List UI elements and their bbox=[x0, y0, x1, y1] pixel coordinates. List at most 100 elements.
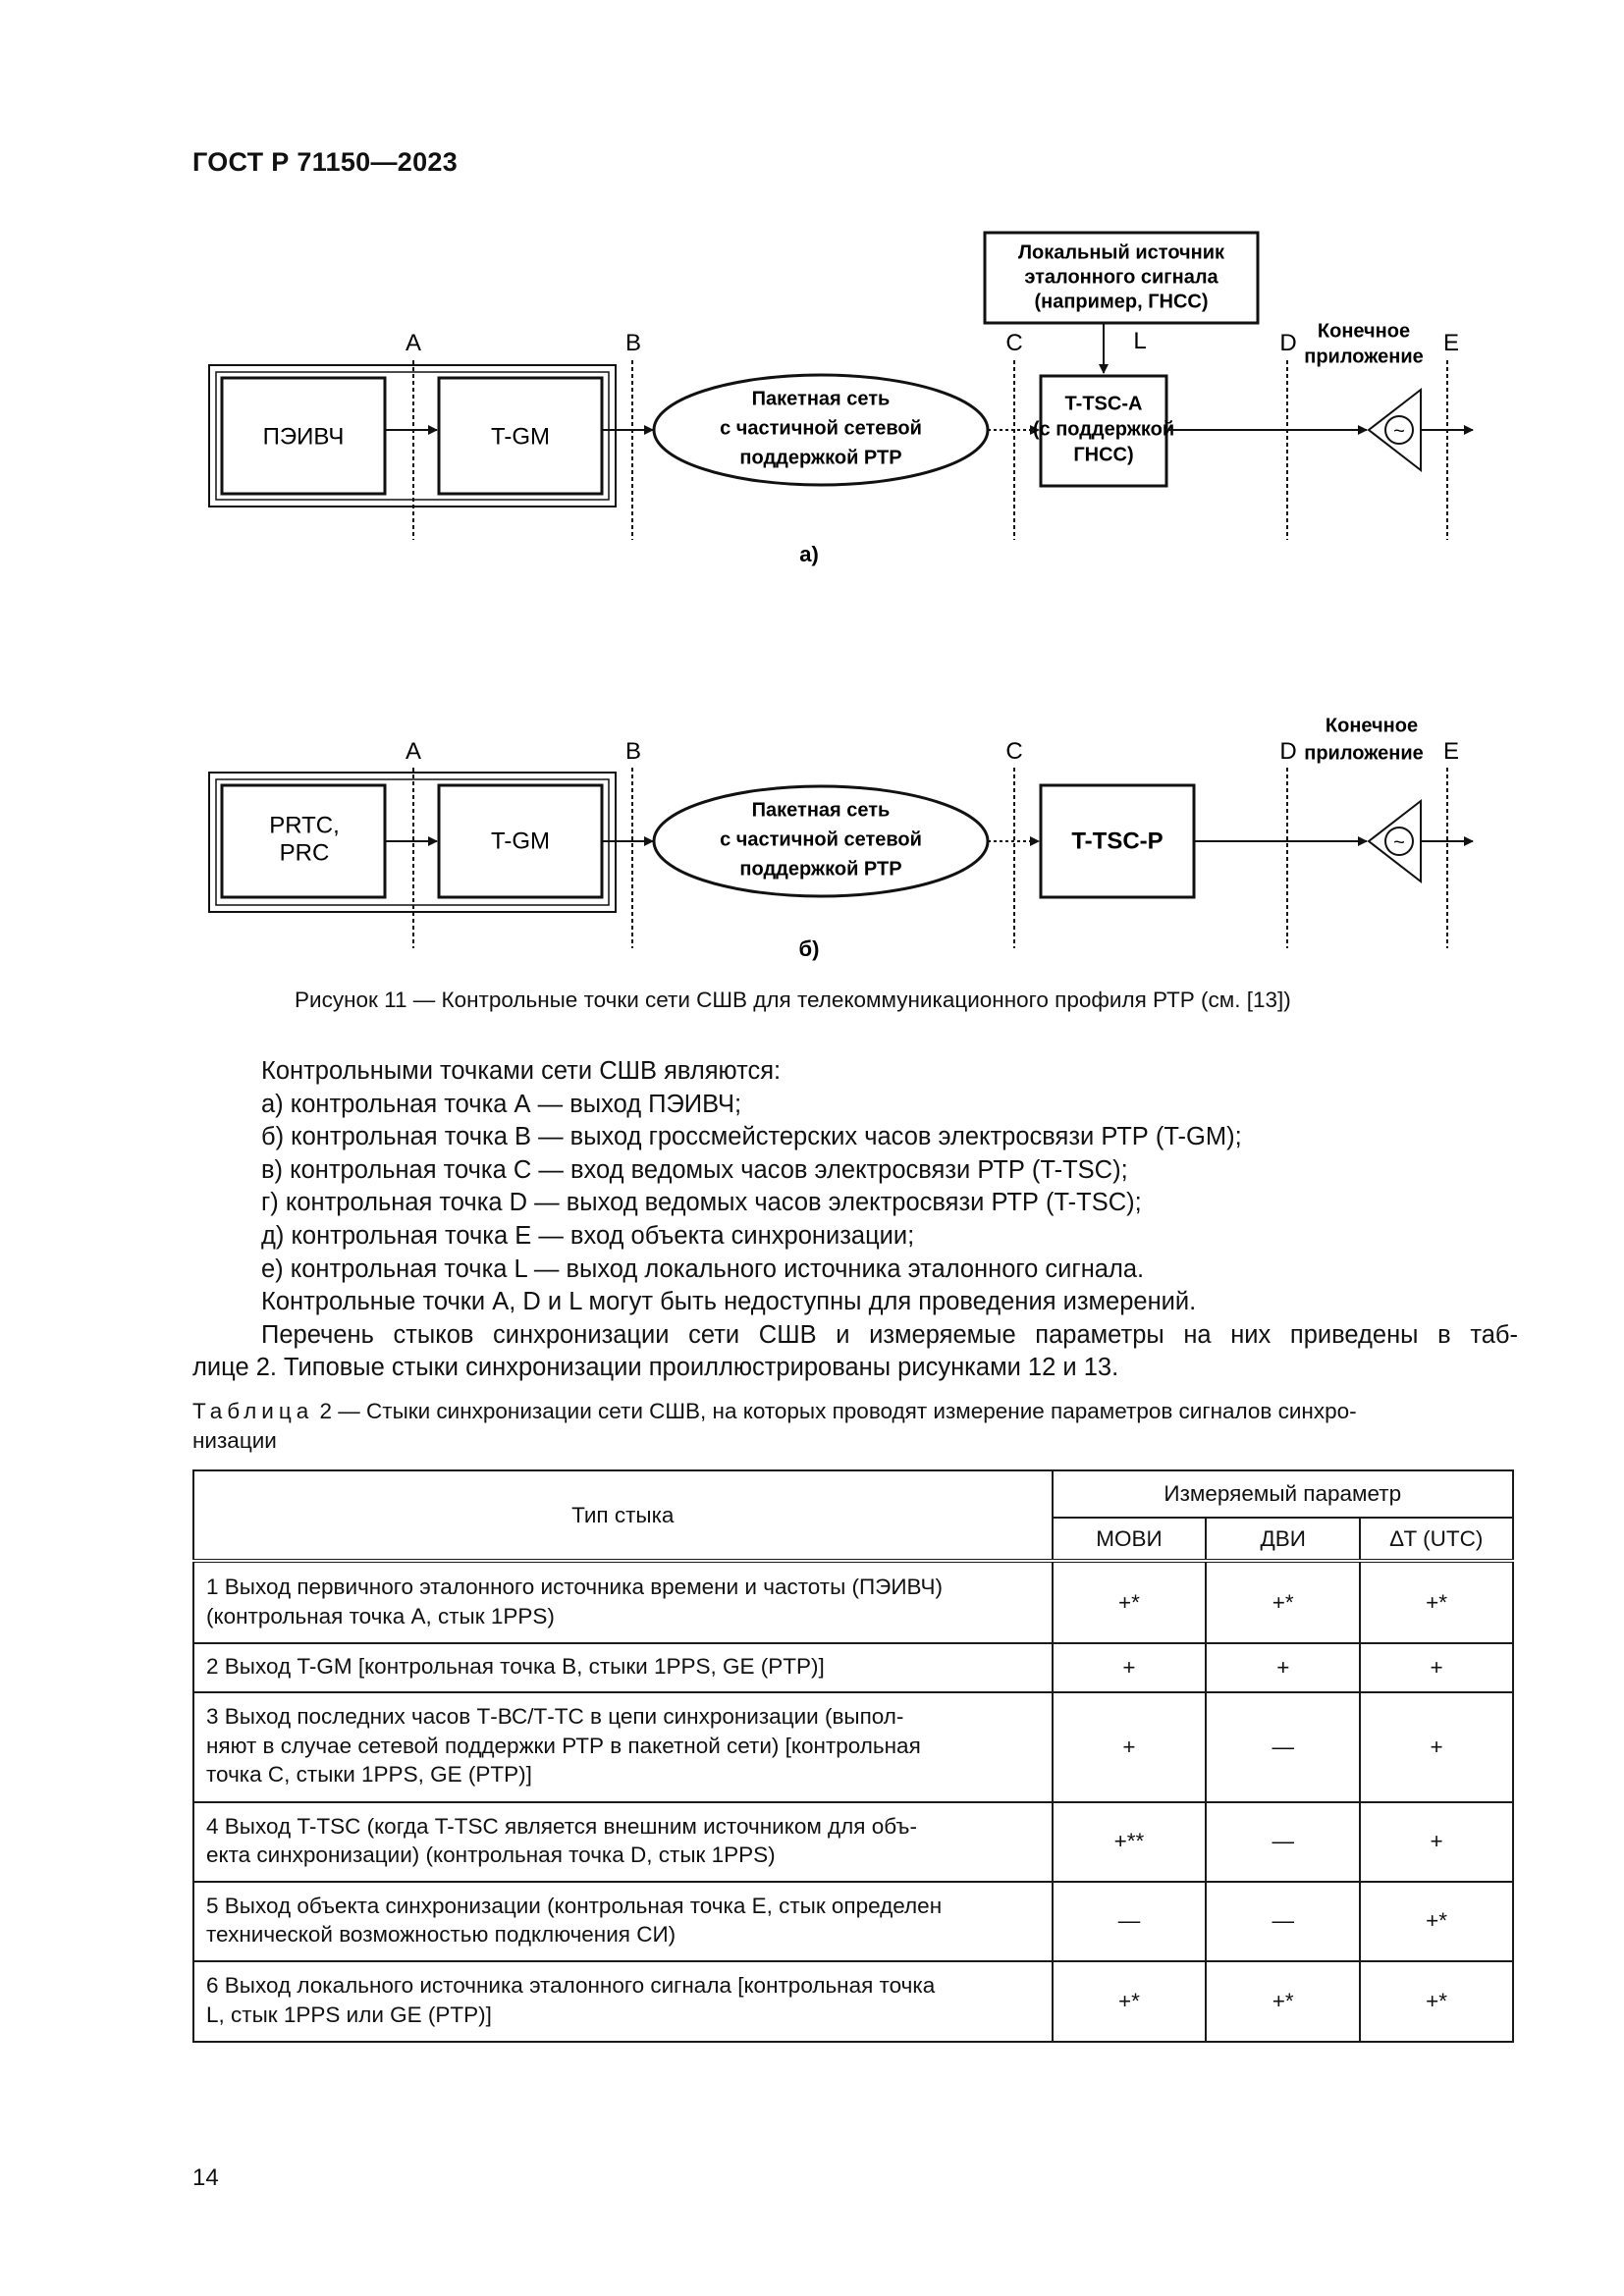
cp-label-A-b: A bbox=[406, 738, 421, 765]
tgm-box-a-label: T-GM bbox=[491, 423, 550, 450]
local-source-line3: (например, ГНСС) bbox=[1034, 291, 1208, 312]
tgm-box-a bbox=[437, 376, 604, 496]
tsc-a-line3: ГНСС) bbox=[1073, 444, 1133, 465]
diagram-part-b: PRTC, PRC T-GM Пакетная сеть с частичной… bbox=[208, 715, 1474, 961]
col-header-movi: МОВИ bbox=[1051, 1517, 1208, 1562]
packet-network-a-line1: Пакетная сеть bbox=[752, 388, 891, 409]
figure-11-diagram: ПЭИВЧ T-GM Пакетная сеть с частичной сет… bbox=[208, 231, 1474, 961]
cp-label-E-a: E bbox=[1443, 330, 1459, 356]
cell-dt: + bbox=[1359, 1690, 1514, 1803]
cell-dvi: + bbox=[1205, 1642, 1362, 1693]
tsc-a-line1: T-TSC-A bbox=[1065, 393, 1143, 414]
part-b-label: б) bbox=[799, 936, 820, 961]
packet-network-b-line1: Пакетная сеть bbox=[752, 799, 891, 821]
row-desc: 1 Выход первичного эталонного источника … bbox=[192, 1559, 1054, 1644]
cp-label-A-a: A bbox=[406, 330, 421, 356]
tgm-box-b-label: T-GM bbox=[491, 828, 550, 854]
end-app-a-line2: приложение bbox=[1304, 346, 1424, 367]
cell-movi: +* bbox=[1051, 1959, 1208, 2043]
list-item: д) контрольная точка Е — вход объекта си… bbox=[261, 1221, 915, 1250]
row-desc: 6 Выход локального источника эталонного … bbox=[192, 1959, 1054, 2043]
table-title-word: Таблица bbox=[192, 1399, 314, 1423]
row-desc: 5 Выход объекта синхронизации (контрольн… bbox=[192, 1880, 1054, 1962]
table-row: 1 Выход первичного эталонного источника … bbox=[192, 1559, 1514, 1644]
list-item: г) контрольная точка D — выход ведомых ч… bbox=[261, 1189, 1142, 1217]
cp-label-D-a: D bbox=[1279, 330, 1296, 356]
table-row: 6 Выход локального источника эталонного … bbox=[192, 1959, 1514, 2043]
cell-dt: + bbox=[1359, 1642, 1514, 1693]
local-source-line1: Локальный источник bbox=[1018, 241, 1225, 263]
table-row: 3 Выход последних часов Т-ВС/Т-ТС в цепи… bbox=[192, 1690, 1514, 1803]
clock-glyph-b: ~ bbox=[1393, 831, 1405, 853]
col-header-group: Измеряемый параметр bbox=[1051, 1469, 1515, 1519]
cell-movi: + bbox=[1051, 1642, 1208, 1693]
packet-network-b-line2: с частичной сетевой bbox=[720, 828, 922, 850]
table-row: 2 Выход T-GM [контрольная точка В, стыки… bbox=[192, 1642, 1514, 1693]
cell-dvi: — bbox=[1205, 1880, 1362, 1962]
cell-movi: +* bbox=[1051, 1559, 1208, 1644]
figure-caption: Рисунок 11 — Контрольные точки сети СШВ … bbox=[295, 988, 1291, 1012]
row-desc: 3 Выход последних часов Т-ВС/Т-ТС в цепи… bbox=[192, 1690, 1054, 1803]
table-2: Тип стыка Измеряемый параметр МОВИ ДВИ ∆… bbox=[192, 1469, 1515, 2043]
prtc-line1: PRTC, bbox=[269, 812, 340, 838]
cell-dt: +* bbox=[1359, 1559, 1514, 1644]
list-item: а) контрольная точка А — выход ПЭИВЧ; bbox=[261, 1090, 742, 1118]
cp-label-C-a: C bbox=[1005, 330, 1022, 356]
cp-label-C-b: C bbox=[1005, 738, 1022, 765]
table-row: 5 Выход объекта синхронизации (контрольн… bbox=[192, 1880, 1514, 1962]
clock-glyph-a: ~ bbox=[1393, 420, 1405, 442]
tgm-box-b bbox=[437, 783, 604, 899]
row-desc: 4 Выход T-TSC (когда T-TSC является внеш… bbox=[192, 1800, 1054, 1883]
part-a-label: а) bbox=[799, 542, 819, 566]
row-desc: 2 Выход T-GM [контрольная точка В, стыки… bbox=[192, 1642, 1054, 1693]
tsc-p-box bbox=[1039, 783, 1196, 899]
cp-label-B-b: B bbox=[625, 738, 641, 765]
table-row: 4 Выход T-TSC (когда T-TSC является внеш… bbox=[192, 1800, 1514, 1883]
cell-dt: + bbox=[1359, 1800, 1514, 1883]
list-item: в) контрольная точка С — вход ведомых ча… bbox=[261, 1155, 1128, 1184]
cp-label-L: L bbox=[1133, 328, 1146, 354]
cell-dvi: — bbox=[1205, 1690, 1362, 1803]
local-source-line2: эталонного сигнала bbox=[1024, 266, 1218, 288]
tsc-p-label: T-TSC-P bbox=[1071, 828, 1163, 854]
prtc-line2: PRC bbox=[280, 839, 330, 866]
table-title: Таблица 2 — Стыки синхронизации сети СШВ… bbox=[192, 1397, 1514, 1456]
col-header-type: Тип стыка bbox=[192, 1469, 1054, 1562]
note-line: Контрольные точки А, D и L могут быть не… bbox=[261, 1288, 1197, 1316]
intro-line: Контрольными точками сети СШВ являются: bbox=[261, 1057, 782, 1085]
cp-label-D-b: D bbox=[1279, 738, 1296, 765]
paragraph-line-2: лице 2. Типовые стыки синхронизации прои… bbox=[192, 1354, 1119, 1382]
packet-network-a-line3: поддержкой РТР bbox=[739, 447, 901, 468]
cell-dt: +* bbox=[1359, 1959, 1514, 2043]
clock-circle-b bbox=[1384, 827, 1414, 856]
cell-movi: — bbox=[1051, 1880, 1208, 1962]
peivch-box bbox=[220, 376, 387, 496]
packet-network-a-line2: с частичной сетевой bbox=[720, 417, 922, 439]
document-header: ГОСТ Р 71150—2023 bbox=[192, 147, 459, 177]
peivch-box-label: ПЭИВЧ bbox=[263, 423, 345, 450]
table-title-rest: 2 — Стыки синхронизации сети СШВ, на кот… bbox=[319, 1399, 1357, 1423]
end-app-a-line1: Конечное bbox=[1318, 320, 1410, 342]
paragraph-line-1: Перечень стыков синхронизации сети СШВ и… bbox=[261, 1320, 1518, 1349]
packet-network-b-line3: поддержкой РТР bbox=[739, 858, 901, 880]
clock-circle-a bbox=[1384, 415, 1414, 445]
cell-movi: +** bbox=[1051, 1800, 1208, 1883]
cell-dvi: — bbox=[1205, 1800, 1362, 1883]
list-item: е) контрольная точка L — выход локальног… bbox=[261, 1255, 1145, 1283]
cell-dvi: +* bbox=[1205, 1559, 1362, 1644]
page-number: 14 bbox=[192, 2164, 219, 2191]
tsc-a-box bbox=[1039, 374, 1168, 488]
cell-dvi: +* bbox=[1205, 1959, 1362, 2043]
cp-label-B-a: B bbox=[625, 330, 641, 356]
tsc-a-line2: (с поддержкой bbox=[1033, 418, 1174, 440]
cell-dt: +* bbox=[1359, 1880, 1514, 1962]
body-text: Контрольными точками сети СШВ являются: … bbox=[192, 1055, 1518, 1385]
list-item: б) контрольная точка В — выход гроссмейс… bbox=[261, 1123, 1242, 1151]
col-header-dt: ∆T (UTC) bbox=[1359, 1517, 1514, 1562]
end-app-b-line1: Конечное bbox=[1326, 715, 1418, 736]
table-title-rest-2: низации bbox=[192, 1428, 277, 1453]
cp-label-E-b: E bbox=[1443, 738, 1459, 765]
col-header-dvi: ДВИ bbox=[1205, 1517, 1362, 1562]
end-app-b-line2: приложение bbox=[1304, 742, 1424, 764]
diagram-part-a: ПЭИВЧ T-GM Пакетная сеть с частичной сет… bbox=[208, 231, 1474, 566]
